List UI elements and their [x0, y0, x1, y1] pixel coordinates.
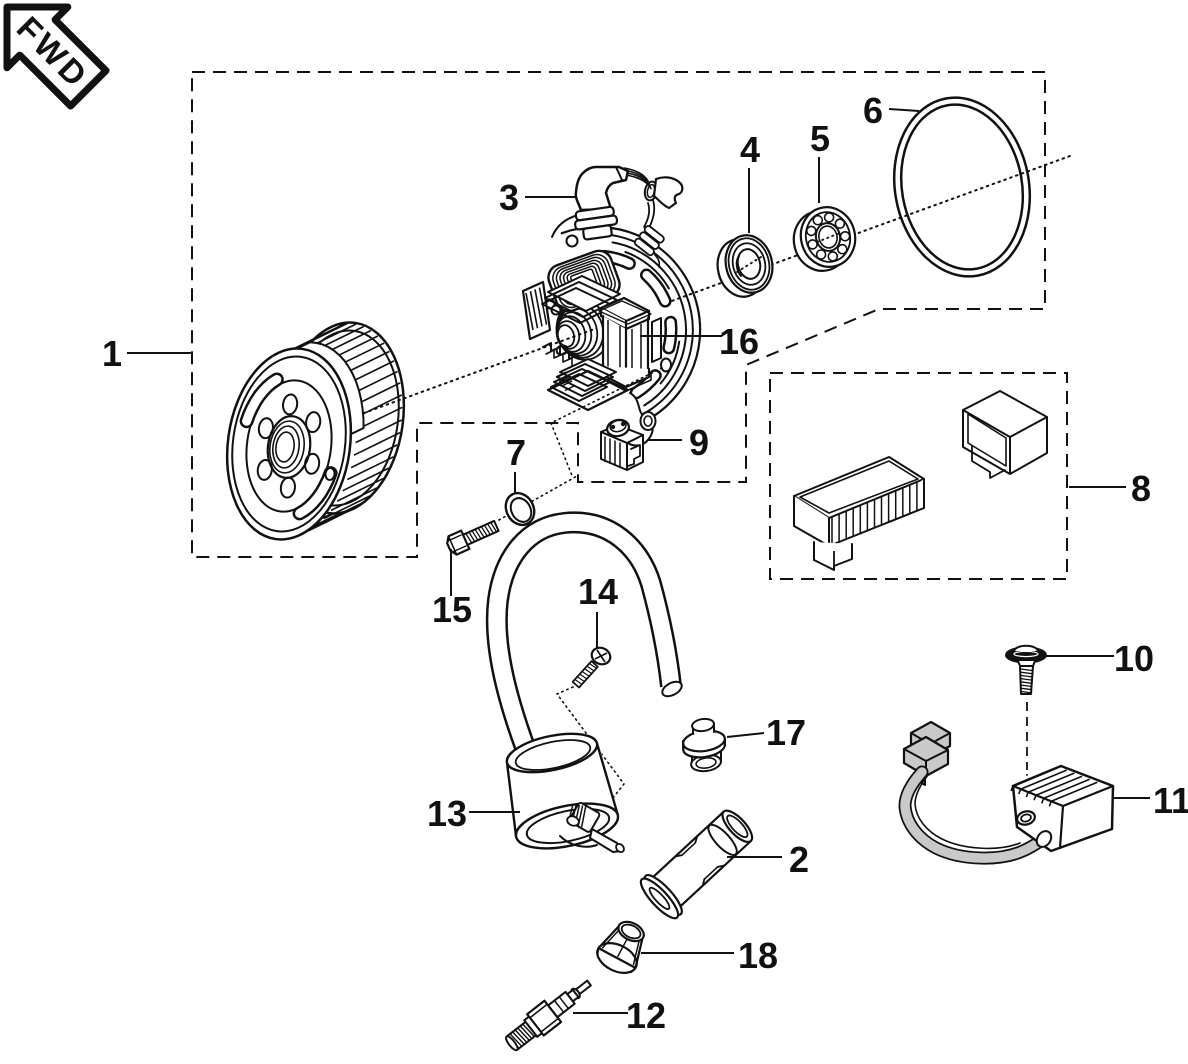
svg-text:7: 7 [506, 432, 526, 473]
svg-text:18: 18 [738, 935, 778, 976]
svg-text:11: 11 [1153, 780, 1188, 821]
svg-text:6: 6 [863, 90, 883, 131]
svg-text:10: 10 [1114, 638, 1154, 679]
svg-text:16: 16 [719, 321, 759, 362]
svg-text:9: 9 [689, 422, 709, 463]
svg-text:17: 17 [766, 712, 806, 753]
svg-text:3: 3 [499, 177, 519, 218]
svg-text:4: 4 [740, 129, 760, 170]
svg-text:5: 5 [810, 118, 830, 159]
svg-text:8: 8 [1131, 468, 1151, 509]
svg-text:12: 12 [626, 995, 666, 1036]
svg-text:2: 2 [789, 839, 809, 880]
svg-text:1: 1 [102, 333, 122, 374]
svg-text:14: 14 [578, 571, 618, 612]
svg-text:13: 13 [427, 793, 467, 834]
